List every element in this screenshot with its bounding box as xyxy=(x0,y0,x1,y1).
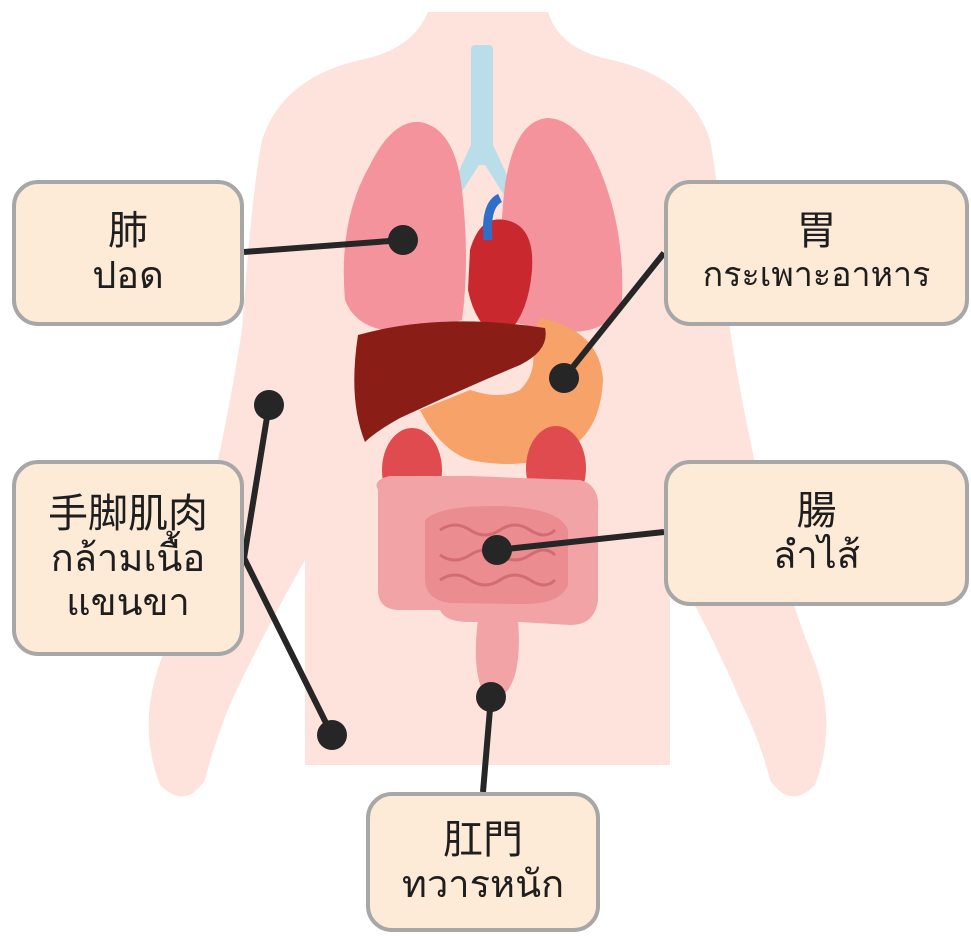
intestine-label-box: 腸 ลำไส้ xyxy=(664,460,969,606)
lung-label-japanese: 肺 xyxy=(108,209,148,253)
lung-label-thai: ปอด xyxy=(92,253,164,297)
leg-muscle-marker-dot xyxy=(317,720,347,750)
muscle-label-thai-line2: แขนขา xyxy=(66,580,190,624)
anus-label-thai: ทวารหนัก xyxy=(402,862,564,906)
lung-label-box: 肺 ปอด xyxy=(12,180,244,326)
arm-muscle-marker-dot xyxy=(254,390,284,420)
stomach-label-box: 胃 กระเพาะอาหาร xyxy=(664,180,969,326)
anus-marker-dot xyxy=(476,682,506,712)
anus-label-box: 肛門 ทวารหนัก xyxy=(366,792,600,932)
intestine-label-japanese: 腸 xyxy=(797,489,837,533)
lung-marker-dot xyxy=(388,225,418,255)
anus-label-japanese: 肛門 xyxy=(443,818,523,862)
muscle-label-thai-line1: กล้ามเนื้อ xyxy=(51,536,205,580)
muscle-label-japanese: 手脚肌肉 xyxy=(48,492,208,536)
intestine-marker-dot xyxy=(482,535,512,565)
stomach-label-japanese: 胃 xyxy=(797,209,837,253)
intestine-label-thai: ลำไส้ xyxy=(773,533,860,577)
muscle-label-box: 手脚肌肉 กล้ามเนื้อ แขนขา xyxy=(12,460,244,656)
stomach-label-thai: กระเพาะอาหาร xyxy=(703,253,931,297)
stomach-marker-dot xyxy=(549,363,579,393)
